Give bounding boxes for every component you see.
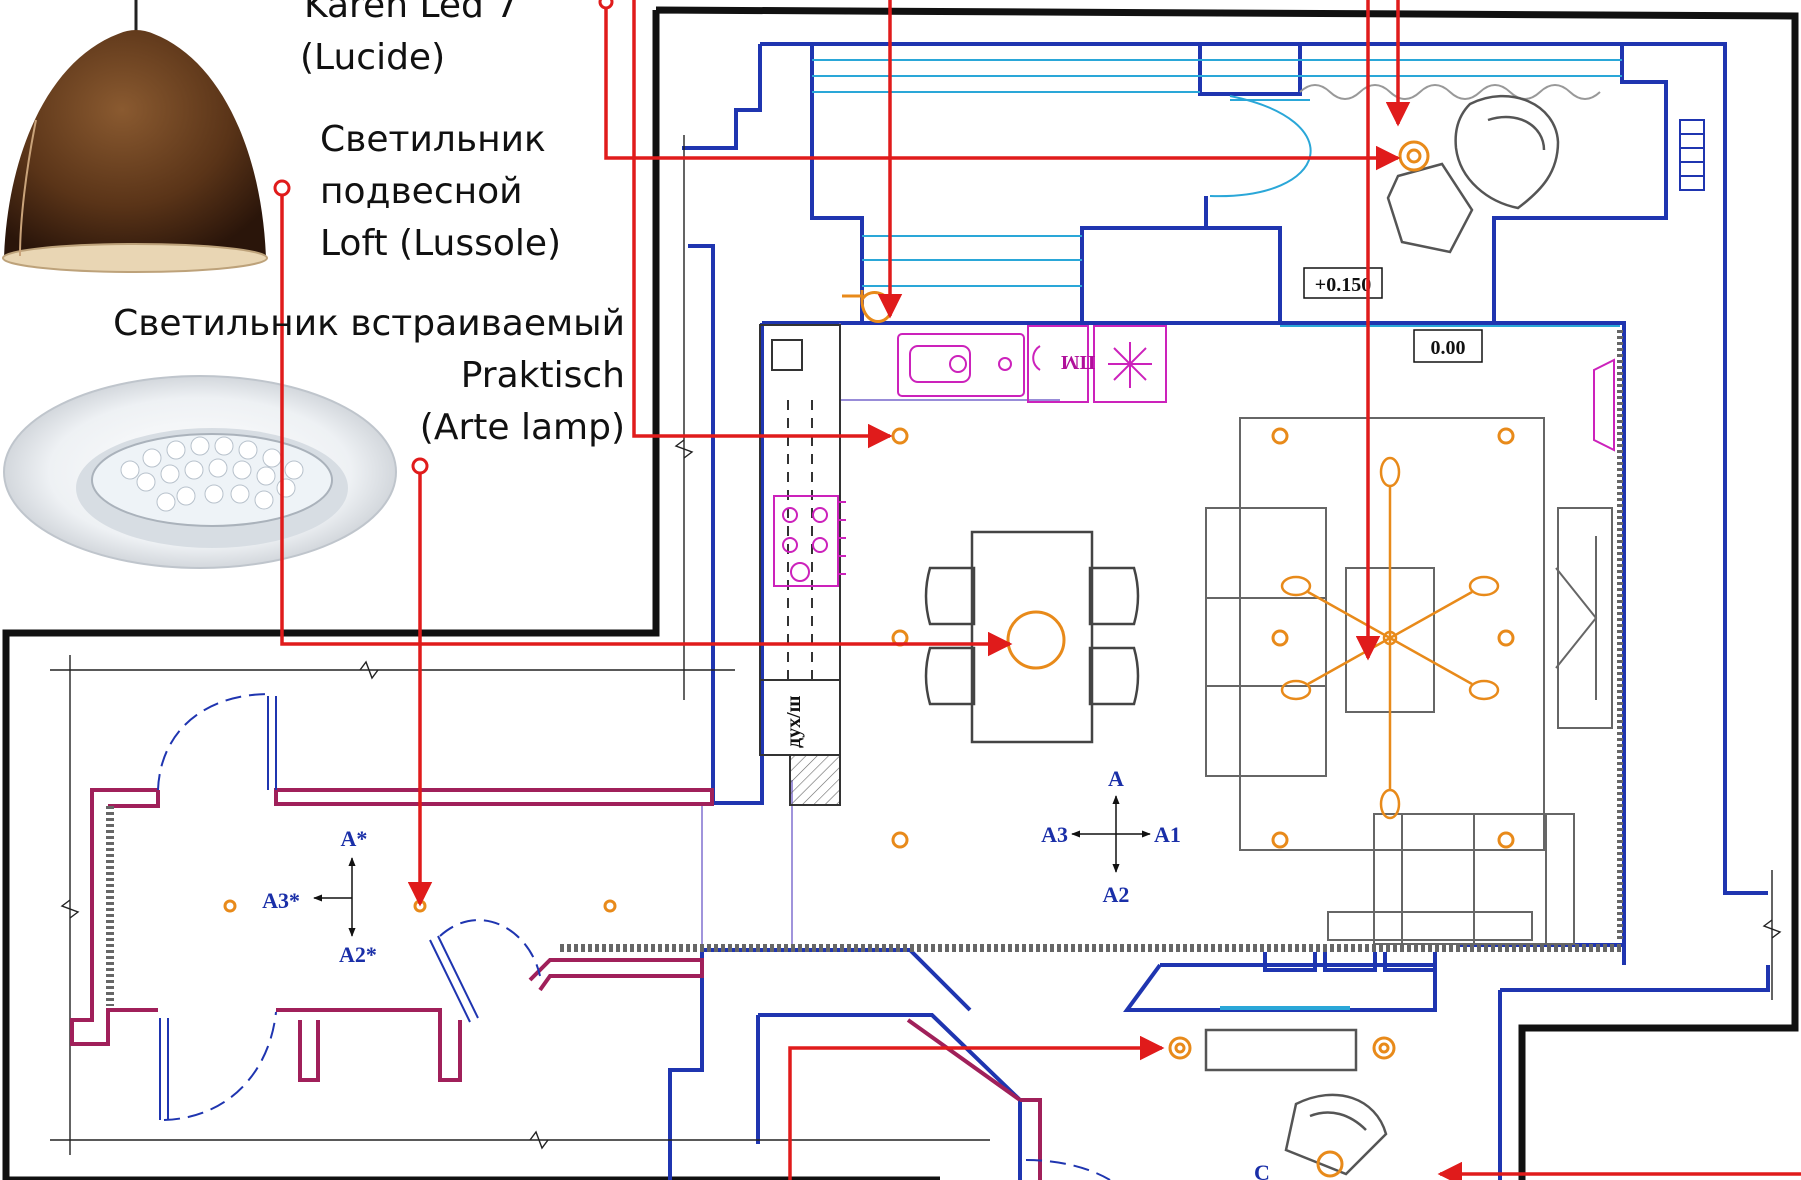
compass-arrows-icon	[1071, 795, 1151, 873]
leader-lines	[280, 0, 1801, 1180]
svg-text:+0.150: +0.150	[1315, 274, 1371, 296]
hall-compass-arrows-icon	[313, 857, 356, 937]
oven-label: дух/ш	[783, 695, 805, 748]
label-karen-name: Karen Led 7	[304, 0, 519, 26]
label-loft-line3: Loft (Lussole)	[320, 223, 562, 264]
cut-letter: C	[1254, 1160, 1270, 1180]
armchairs	[1204, 94, 1560, 1176]
label-praktisch-line2: Praktisch	[460, 355, 625, 396]
level-mark-zero: 0.00	[1413, 329, 1483, 363]
axis-a: A	[1108, 766, 1124, 791]
walls-crimson	[70, 788, 1042, 1180]
recessed-lamp-photo	[3, 375, 397, 569]
label-karen-led: Karen Led 7 (Lucide)	[300, 0, 518, 84]
walls-blue	[668, 42, 1770, 1180]
label-praktisch-recessed: Светильник встраиваемый Praktisch (Arte …	[113, 298, 625, 454]
kitchen-counter	[759, 324, 841, 806]
dining-set	[924, 530, 1140, 744]
sheet-frame	[2, 6, 1799, 1180]
kitchen-appliances	[773, 325, 1615, 587]
axis-a2: A2	[1103, 882, 1130, 907]
chandelier-icon	[1280, 456, 1500, 820]
radiator	[1679, 119, 1705, 191]
label-loft-line1: Светильник	[320, 119, 546, 160]
axis-a2-star: A2*	[339, 942, 377, 967]
curtain	[1299, 84, 1601, 100]
axis-a1: A1	[1154, 822, 1181, 847]
dimension-lines	[50, 135, 1782, 1155]
svg-text:0.00: 0.00	[1431, 337, 1466, 359]
leader-origins	[273, 0, 614, 475]
axis-a3: A3	[1041, 822, 1068, 847]
label-praktisch-line1: Светильник встраиваемый	[113, 303, 625, 344]
label-praktisch-line3: (Arte lamp)	[419, 407, 625, 448]
pendant-lamp-photo	[2, 0, 268, 273]
label-karen-brand: (Lucide)	[300, 37, 446, 78]
doors	[157, 693, 1111, 1180]
dishwasher-label: ПМ	[1061, 351, 1096, 373]
hall-floor-edge	[106, 330, 1624, 1006]
label-loft-line2: подвесной	[320, 171, 523, 212]
axis-a3-star: A3*	[262, 888, 300, 913]
axis-a-star: A*	[341, 826, 368, 851]
level-mark-high: +0.150	[1303, 267, 1383, 299]
label-loft-pendant: Светильник подвесной Loft (Lussole)	[320, 114, 561, 270]
partitions	[701, 323, 1060, 950]
living-furniture	[1205, 417, 1613, 945]
